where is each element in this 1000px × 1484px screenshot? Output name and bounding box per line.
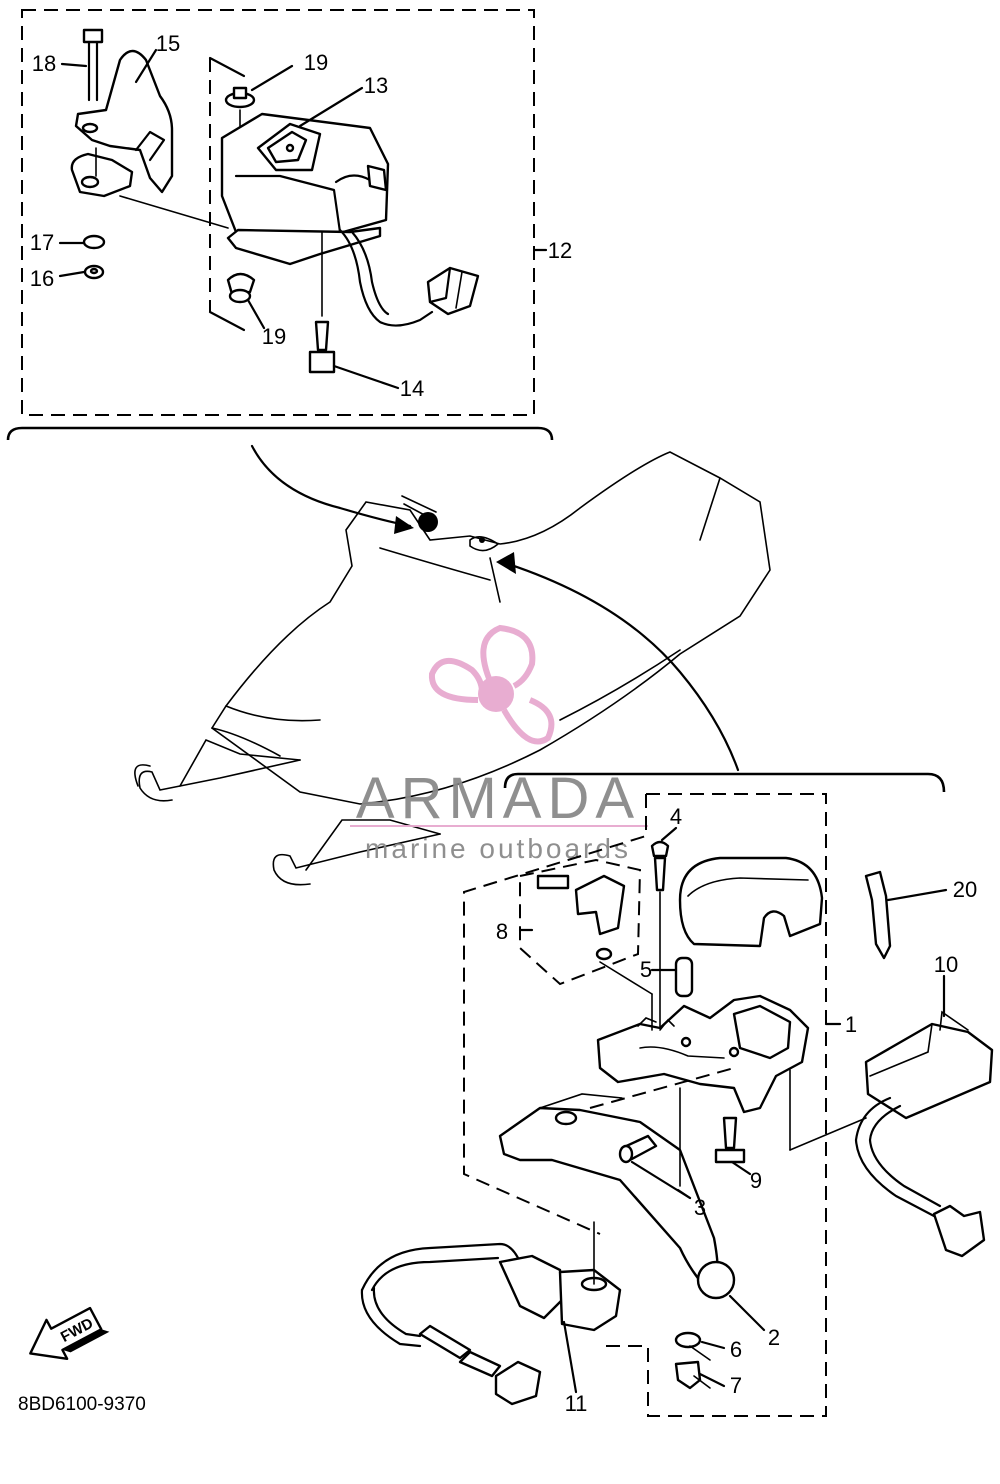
callout-10: 10 [934, 952, 958, 977]
callout-6: 6 [730, 1337, 742, 1362]
lower-frame [463, 772, 946, 1417]
watermark: ARMADA marine outboards [350, 624, 648, 864]
callout-1: 1 [845, 1012, 857, 1037]
callouts: 18 15 19 13 12 17 16 19 14 4 20 8 5 10 1… [30, 31, 977, 1416]
sensor-assembly [208, 56, 480, 374]
callout-18: 18 [32, 51, 56, 76]
propeller-logo-icon [428, 624, 555, 745]
inset-frame [6, 9, 554, 441]
callout-16: 16 [30, 266, 54, 291]
callout-14: 14 [400, 376, 424, 401]
throttle-assembly [360, 840, 994, 1406]
callout-4: 4 [670, 804, 682, 829]
callout-19-bottom: 19 [262, 324, 286, 349]
watermark-brand: ARMADA [356, 766, 640, 831]
callout-11: 11 [565, 1391, 588, 1416]
callout-13: 13 [364, 73, 388, 98]
callout-20: 20 [953, 877, 977, 902]
callout-3: 3 [694, 1195, 706, 1220]
inset-leaders [58, 48, 548, 390]
callout-9: 9 [750, 1168, 762, 1193]
callout-7: 7 [730, 1373, 742, 1398]
fwd-arrow-icon: FWD [29, 1306, 110, 1360]
callout-19-top: 19 [304, 50, 328, 75]
pointer-arrows [250, 444, 740, 772]
callout-17: 17 [30, 230, 54, 255]
callout-8: 8 [496, 919, 508, 944]
drawing-code: 8BD6100-9370 [18, 1394, 146, 1415]
callout-2: 2 [768, 1325, 780, 1350]
callout-15: 15 [156, 31, 180, 56]
callout-12: 12 [548, 238, 572, 263]
watermark-tagline: marine outboards [365, 833, 631, 864]
callout-5: 5 [640, 957, 652, 982]
bracket-assembly [70, 28, 229, 280]
main-leaders [518, 826, 948, 1394]
